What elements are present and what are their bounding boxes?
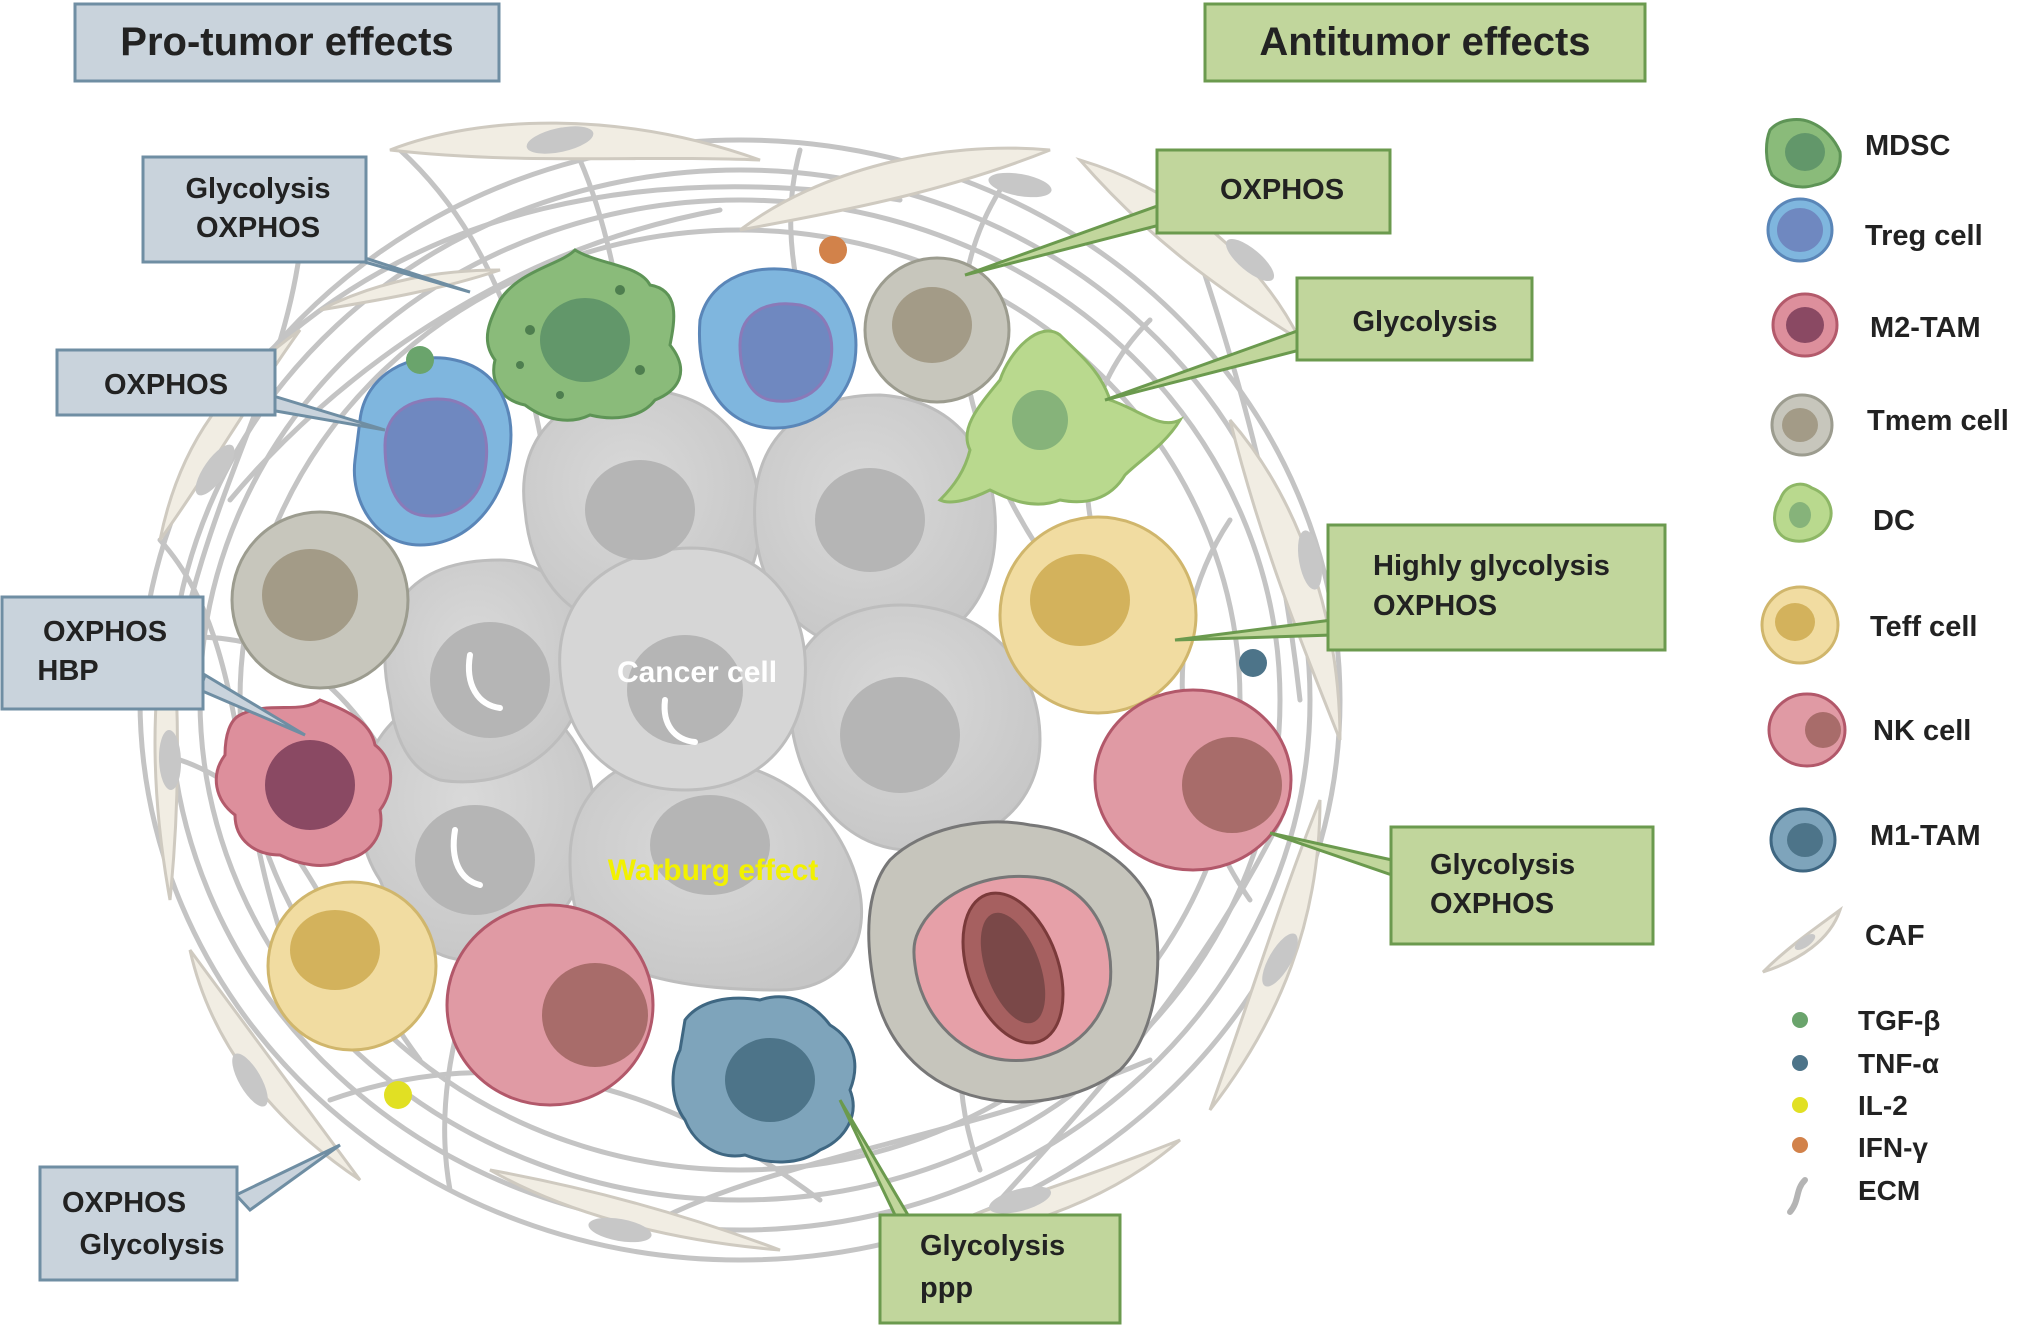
svg-text:Pro-tumor effects: Pro-tumor effects <box>120 20 453 64</box>
callout-nk: Glycolysis OXPHOS <box>1269 825 1655 946</box>
callout-caf: OXPHOS Glycolysis <box>38 1143 341 1282</box>
callout-tmem: OXPHOS <box>964 148 1392 277</box>
legend-label-dc: DC <box>1873 505 1915 537</box>
treg-cell-2 <box>697 267 858 430</box>
svg-text:ppp: ppp <box>920 1272 973 1304</box>
tgf-beta-legend-dot <box>1792 1012 1808 1028</box>
treg-icon <box>1766 197 1834 263</box>
legend-label-m2-tam: M2-TAM <box>1870 312 1981 344</box>
callout-m1-tam: Glycolysis ppp <box>838 1099 1122 1325</box>
caf-icon <box>1761 905 1843 974</box>
svg-text:Glycolysis: Glycolysis <box>1352 306 1497 338</box>
warburg-effect-label: Warburg effect <box>608 854 819 887</box>
legend-label-tmem: Tmem cell <box>1867 405 2009 437</box>
legend-label-nk: NK cell <box>1873 715 1971 747</box>
teff-icon <box>1760 585 1840 665</box>
legend-label-teff: Teff cell <box>1870 611 1977 643</box>
svg-text:Glycolysis: Glycolysis <box>79 1229 224 1261</box>
ifn-gamma-legend-dot <box>1792 1137 1808 1153</box>
callout-dc: Glycolysis <box>1104 276 1534 402</box>
callout-m2-tam: OXPHOS HBP <box>0 595 306 737</box>
ifn-gamma-dot <box>819 236 847 264</box>
tnf-alpha-dot <box>1239 649 1267 677</box>
nucleus-highlights <box>450 652 698 888</box>
nk-icon <box>1767 692 1847 768</box>
cancer-cell-label: Cancer cell <box>617 656 777 689</box>
callout-teff: Highly glycolysis OXPHOS <box>1174 523 1667 652</box>
legend-label-m1-tam: M1-TAM <box>1870 820 1981 852</box>
callout-treg: OXPHOS <box>55 348 386 432</box>
svg-text:OXPHOS: OXPHOS <box>1430 888 1554 920</box>
vessel <box>867 820 1160 1104</box>
svg-text:OXPHOS: OXPHOS <box>1220 174 1344 206</box>
caf-nuclei <box>158 126 1323 1243</box>
svg-text:OXPHOS: OXPHOS <box>196 212 320 244</box>
svg-text:OXPHOS: OXPHOS <box>1373 590 1497 622</box>
legend-label-caf: CAF <box>1865 920 1925 952</box>
pro-tumor-header: Pro-tumor effects <box>73 2 501 83</box>
cancer-nuclei <box>415 460 960 915</box>
legend-label-ifn-gamma: IFN-γ <box>1858 1132 1928 1163</box>
m1-tam-cell <box>671 995 857 1164</box>
nk-cell-pro <box>445 903 655 1107</box>
callout-mdsc: Glycolysis OXPHOS <box>141 155 471 294</box>
svg-text:Glycolysis: Glycolysis <box>185 173 330 205</box>
legend-label-tnf-alpha: TNF-α <box>1858 1048 1939 1079</box>
m2-tam-icon <box>1771 292 1839 358</box>
legend: MDSC Treg cell M2-TAM Tmem cell DC Teff … <box>1760 118 2009 1215</box>
svg-text:OXPHOS: OXPHOS <box>62 1187 186 1219</box>
il-2-legend-dot <box>1792 1097 1808 1113</box>
svg-text:Highly glycolysis: Highly glycolysis <box>1373 550 1610 582</box>
dc-cell <box>937 329 1184 506</box>
svg-text:HBP: HBP <box>37 655 98 687</box>
antitumor-header: Antitumor effects <box>1203 2 1647 83</box>
tmem-cell-2 <box>863 256 1011 404</box>
svg-text:OXPHOS: OXPHOS <box>43 616 167 648</box>
tgf-beta-dot <box>406 346 434 374</box>
dc-icon <box>1773 482 1833 543</box>
legend-label-il-2: IL-2 <box>1858 1090 1908 1121</box>
tnf-alpha-legend-dot <box>1792 1055 1808 1071</box>
legend-label-mdsc: MDSC <box>1865 130 1950 162</box>
mdsc-cell <box>485 248 683 422</box>
mdsc-icon <box>1765 118 1842 189</box>
caf-layer <box>153 121 1342 1252</box>
tmem-cell <box>230 510 410 690</box>
legend-label-tgf-beta: TGF-β <box>1858 1005 1940 1036</box>
teff-cell-pro <box>266 880 438 1052</box>
nk-cell-anti <box>1093 688 1293 872</box>
legend-label-treg: Treg cell <box>1865 220 1983 252</box>
svg-text:Glycolysis: Glycolysis <box>1430 849 1575 881</box>
il-2-dot <box>384 1081 412 1109</box>
m2-tam-cell <box>214 698 393 867</box>
svg-text:Antitumor effects: Antitumor effects <box>1259 20 1590 64</box>
treg-cell <box>352 356 513 547</box>
ecm-icon <box>1787 1177 1808 1215</box>
legend-label-ecm: ECM <box>1858 1175 1920 1206</box>
svg-text:Glycolysis: Glycolysis <box>920 1230 1065 1262</box>
svg-text:OXPHOS: OXPHOS <box>104 369 228 401</box>
teff-cell-anti <box>998 515 1198 715</box>
m1-tam-icon <box>1769 807 1837 873</box>
tmem-icon <box>1770 393 1834 457</box>
